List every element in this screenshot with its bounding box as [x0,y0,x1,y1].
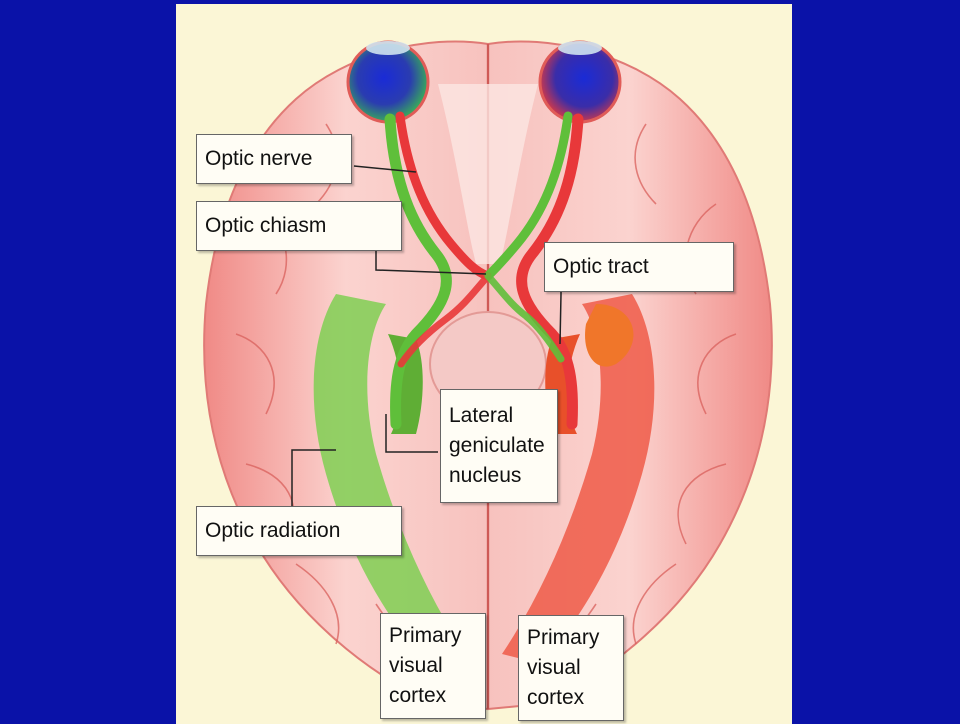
optic-chiasm-label: Optic chiasm [196,201,402,251]
primary-visual-cortex-right-label: Primary visual cortex [518,615,624,721]
optic-nerve-label: Optic nerve [196,134,352,184]
pvc-right-line-2: visual [527,653,581,683]
pvc-left-line-3: cortex [389,681,446,711]
lgn-line-2: geniculate [449,431,545,461]
primary-visual-cortex-left-label: Primary visual cortex [380,613,486,719]
pvc-right-line-1: Primary [527,623,599,653]
pvc-right-line-3: cortex [527,683,584,713]
lgn-line-3: nucleus [449,461,521,491]
lgn-line-1: Lateral [449,401,513,431]
optic-radiation-label: Optic radiation [196,506,402,556]
pvc-left-line-2: visual [389,651,443,681]
pvc-left-line-1: Primary [389,621,461,651]
lgn-label: Lateral geniculate nucleus [440,389,558,503]
optic-tract-label: Optic tract [544,242,734,292]
diagram-panel: Optic nerve Optic chiasm Optic tract Lat… [176,4,792,724]
